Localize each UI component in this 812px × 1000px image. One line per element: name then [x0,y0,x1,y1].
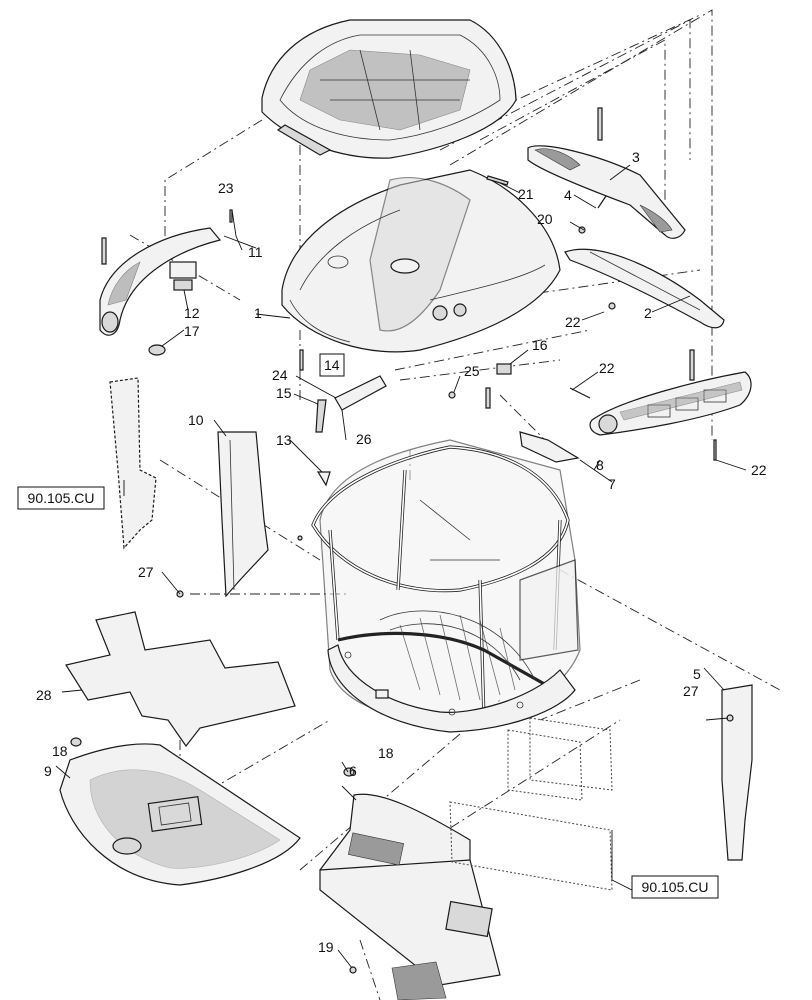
callout-17: 17 [184,323,200,339]
callout-23: 23 [218,180,234,196]
plug-part-18a [70,737,82,747]
callout-22b: 22 [599,360,615,376]
right-console-part-8 [589,371,752,436]
callout-8: 8 [596,457,604,473]
callout-26: 26 [356,431,372,447]
callout-24: 24 [272,367,288,383]
upper-trim-part-3 [527,145,686,239]
rear-panel-part-6 [319,793,501,1000]
callout-13: 13 [276,432,292,448]
callout-11: 11 [248,244,263,260]
floor-grate [399,614,516,701]
callout-22a: 22 [565,314,581,330]
cab-frame [311,439,581,733]
roof-headliner [261,19,517,159]
callout-box-14 [319,353,345,377]
callout-4: 4 [564,187,572,203]
clip-part-13 [316,471,331,487]
reference-box-right[interactable]: 90.105.CU [631,875,719,899]
label-part-12 [169,261,197,279]
callout-14: 14 [324,357,340,373]
callout-21: 21 [518,186,534,202]
callout-1: 1 [254,305,262,321]
callout-2: 2 [644,305,652,321]
callout-15: 15 [276,385,292,401]
fasteners [101,107,734,974]
callout-9: 9 [44,763,52,779]
callout-27a: 27 [138,564,154,580]
callout-18b: 18 [378,745,394,761]
reference-box-left[interactable]: 90.105.CU [17,486,105,510]
bracket-part-24 [315,375,387,433]
reference-label-left: 90.105.CU [28,490,95,506]
callout-16: 16 [532,337,548,353]
callout-7: 7 [608,476,616,492]
callout-12: 12 [184,305,200,321]
right-trim-part-2 [564,248,725,329]
callout-5: 5 [693,666,701,682]
callout-25: 25 [464,363,480,379]
callout-20: 20 [537,211,553,227]
leader-lines [55,164,747,969]
left-handle-part-11 [99,227,222,336]
callout-18a: 18 [52,743,68,759]
callout-6: 6 [349,763,357,779]
seat-shell-part-1 [281,169,561,353]
right-pillar-trim-part-5 [721,684,753,861]
callout-3: 3 [632,149,640,165]
floor-mat-part-28 [65,611,296,748]
callout-19: 19 [318,939,334,955]
left-panel-part-10 [217,431,269,598]
plug-part-17 [148,344,166,356]
callout-10: 10 [188,412,204,428]
floor-plate-part-9 [59,743,301,886]
callout-22c: 22 [751,462,767,478]
bracket-part-16 [496,363,512,375]
callout-27b: 27 [683,683,699,699]
left-reference-panel [109,377,157,550]
callout-28: 28 [36,687,52,703]
bracket-part-7 [519,431,580,463]
right-reference-panels [449,717,613,891]
reference-label-right: 90.105.CU [642,879,709,895]
callout-labels: 1 2 3 4 5 6 7 8 9 10 11 12 13 14 15 16 1… [36,149,767,955]
